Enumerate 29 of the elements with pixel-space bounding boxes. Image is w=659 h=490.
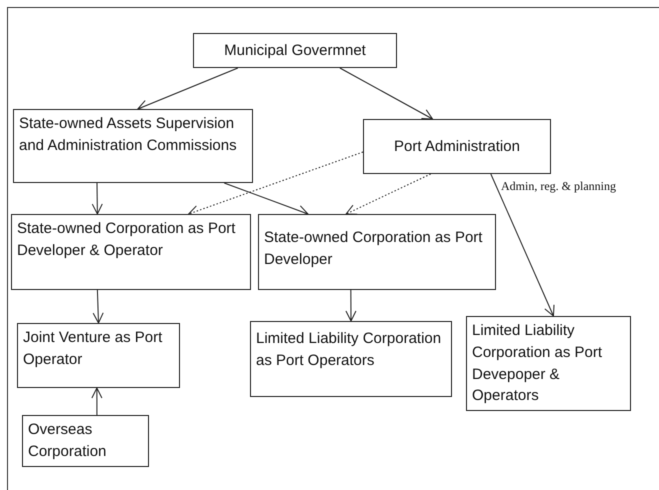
box-text: Overseas Corporation [28,420,108,462]
arrow [339,68,434,120]
org-box [17,323,180,388]
org-box [363,119,551,174]
org-box [193,33,397,68]
box-text: Limited Liability Corporation as Port Devepoper & Operators [472,321,604,406]
box-text: State-owned Corporation as Port Developer [264,228,484,270]
org-box [11,214,251,290]
org-box [250,321,452,397]
arrow [91,388,102,416]
box-text: Joint Venture as Port Operator [23,328,164,370]
box-text: Municipal Govermnet [224,40,366,61]
arrow [346,174,432,215]
arrow [188,152,364,216]
arrow [345,290,356,322]
org-box [13,109,253,183]
box-text: Port Administration [394,136,520,157]
edge-label: Admin, reg. & planning [500,179,617,194]
arrow [137,68,238,110]
box-text: State-owned Corporation as Port Developer & Operator [17,219,236,261]
arrow [224,182,308,216]
box-text: State-owned Assets Supervision and Administration Commissions [19,114,238,156]
arrow [92,290,104,324]
arrow [490,174,554,316]
arrow [92,182,103,214]
org-box [258,214,496,290]
org-box [466,316,631,411]
org-box [22,415,149,466]
box-text: Limited Liability Corporation as Port Operators [256,329,442,371]
